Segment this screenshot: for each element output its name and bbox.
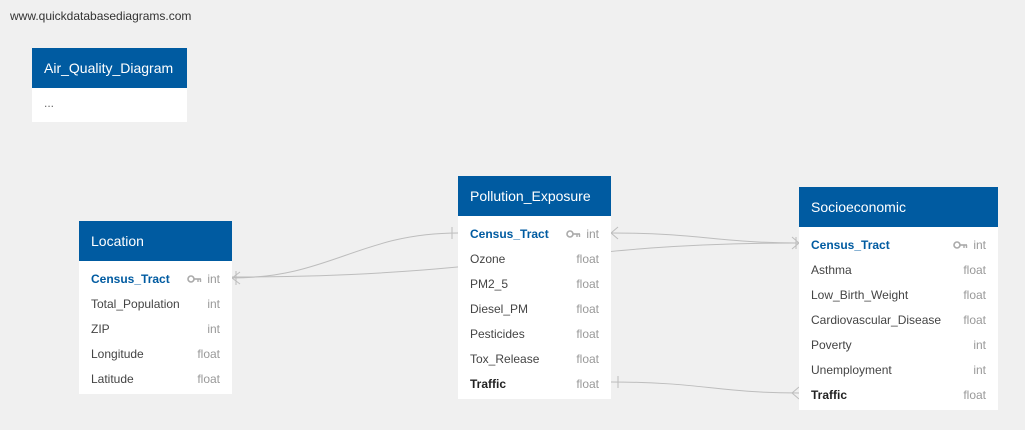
- table-title-location[interactable]: Location: [79, 221, 232, 261]
- column-row[interactable]: Census_Tract int: [79, 266, 232, 291]
- column-name: Census_Tract: [811, 237, 890, 252]
- column-name: Longitude: [91, 346, 144, 361]
- key-icon: [566, 229, 581, 238]
- column-row[interactable]: Census_Tract int: [458, 221, 611, 246]
- column-type-label: float: [576, 251, 599, 266]
- column-type-label: float: [576, 326, 599, 341]
- column-type: float: [963, 313, 986, 327]
- column-type: float: [197, 372, 220, 386]
- column-row[interactable]: Asthma float: [799, 257, 998, 282]
- column-type: float: [576, 252, 599, 266]
- column-type-label: int: [207, 271, 220, 286]
- column-row[interactable]: Diesel_PM float: [458, 296, 611, 321]
- column-type: int: [207, 322, 220, 336]
- column-type: int: [973, 338, 986, 352]
- column-type-label: int: [207, 296, 220, 311]
- relation-location-pollution: [231, 232, 459, 279]
- note-body: ...: [44, 96, 55, 110]
- column-type: float: [963, 288, 986, 302]
- relation-traffic: [610, 381, 800, 394]
- column-type-label: float: [576, 301, 599, 316]
- column-type-label: float: [576, 351, 599, 366]
- column-row[interactable]: Unemployment int: [799, 357, 998, 382]
- column-type-label: float: [197, 346, 220, 361]
- column-row[interactable]: Ozone float: [458, 246, 611, 271]
- column-name: ZIP: [91, 321, 110, 336]
- column-type: int: [566, 227, 599, 241]
- column-name: Low_Birth_Weight: [811, 287, 909, 302]
- column-row[interactable]: PM2_5 float: [458, 271, 611, 296]
- column-row[interactable]: Total_Population int: [79, 291, 232, 316]
- column-row[interactable]: Tox_Release float: [458, 346, 611, 371]
- column-row[interactable]: Cardiovascular_Disease float: [799, 307, 998, 332]
- column-row[interactable]: Census_Tract int: [799, 232, 998, 257]
- column-row[interactable]: Poverty int: [799, 332, 998, 357]
- table-title-pollution-exposure[interactable]: Pollution_Exposure: [458, 176, 611, 216]
- column-name: Census_Tract: [470, 226, 549, 241]
- note-air-quality-diagram[interactable]: Air_Quality_Diagram ...: [32, 48, 187, 122]
- column-row[interactable]: Latitude float: [79, 366, 232, 391]
- column-name: Pesticides: [470, 326, 525, 341]
- column-row[interactable]: Low_Birth_Weight float: [799, 282, 998, 307]
- column-type-label: float: [963, 287, 986, 302]
- column-name: Unemployment: [811, 362, 892, 377]
- column-type: float: [963, 388, 986, 402]
- column-name: Census_Tract: [91, 271, 170, 286]
- column-type-label: float: [197, 371, 220, 386]
- column-type: int: [953, 238, 986, 252]
- column-type: int: [973, 363, 986, 377]
- column-type: float: [197, 347, 220, 361]
- column-type-label: int: [207, 321, 220, 336]
- watermark[interactable]: www.quickdatabasediagrams.com: [10, 9, 192, 23]
- note-title[interactable]: Air_Quality_Diagram: [32, 48, 187, 88]
- table-title-socioeconomic[interactable]: Socioeconomic: [799, 187, 998, 227]
- column-type: int: [207, 297, 220, 311]
- column-type-label: int: [586, 226, 599, 241]
- column-row[interactable]: Traffic float: [458, 371, 611, 396]
- column-type: float: [963, 263, 986, 277]
- column-name: PM2_5: [470, 276, 509, 291]
- column-name: Asthma: [811, 262, 852, 277]
- column-row[interactable]: Longitude float: [79, 341, 232, 366]
- column-type-label: float: [963, 262, 986, 277]
- column-type-label: int: [973, 337, 986, 352]
- relation-markers: [231, 226, 800, 400]
- column-type: float: [576, 277, 599, 291]
- column-type-label: float: [576, 276, 599, 291]
- column-name: Total_Population: [91, 296, 180, 311]
- key-icon: [953, 240, 968, 249]
- column-row[interactable]: Pesticides float: [458, 321, 611, 346]
- column-type: float: [576, 377, 599, 391]
- column-name: Poverty: [811, 337, 852, 352]
- column-type-label: float: [963, 387, 986, 402]
- column-type: float: [576, 352, 599, 366]
- column-type: float: [576, 302, 599, 316]
- column-name: Latitude: [91, 371, 134, 386]
- column-type-label: int: [973, 237, 986, 252]
- column-name: Diesel_PM: [470, 301, 529, 316]
- column-type-label: float: [963, 312, 986, 327]
- relation-pollution-socioeconomic: [610, 232, 800, 244]
- column-row[interactable]: ZIP int: [79, 316, 232, 341]
- column-name: Ozone: [470, 251, 506, 266]
- column-type-label: int: [973, 362, 986, 377]
- column-type: float: [576, 327, 599, 341]
- column-row[interactable]: Traffic float: [799, 382, 998, 407]
- column-name: Traffic: [470, 376, 507, 391]
- column-name: Traffic: [811, 387, 848, 402]
- column-type: int: [187, 272, 220, 286]
- column-type-label: float: [576, 376, 599, 391]
- key-icon: [187, 274, 202, 283]
- column-name: Tox_Release: [470, 351, 540, 366]
- column-name: Cardiovascular_Disease: [811, 312, 942, 327]
